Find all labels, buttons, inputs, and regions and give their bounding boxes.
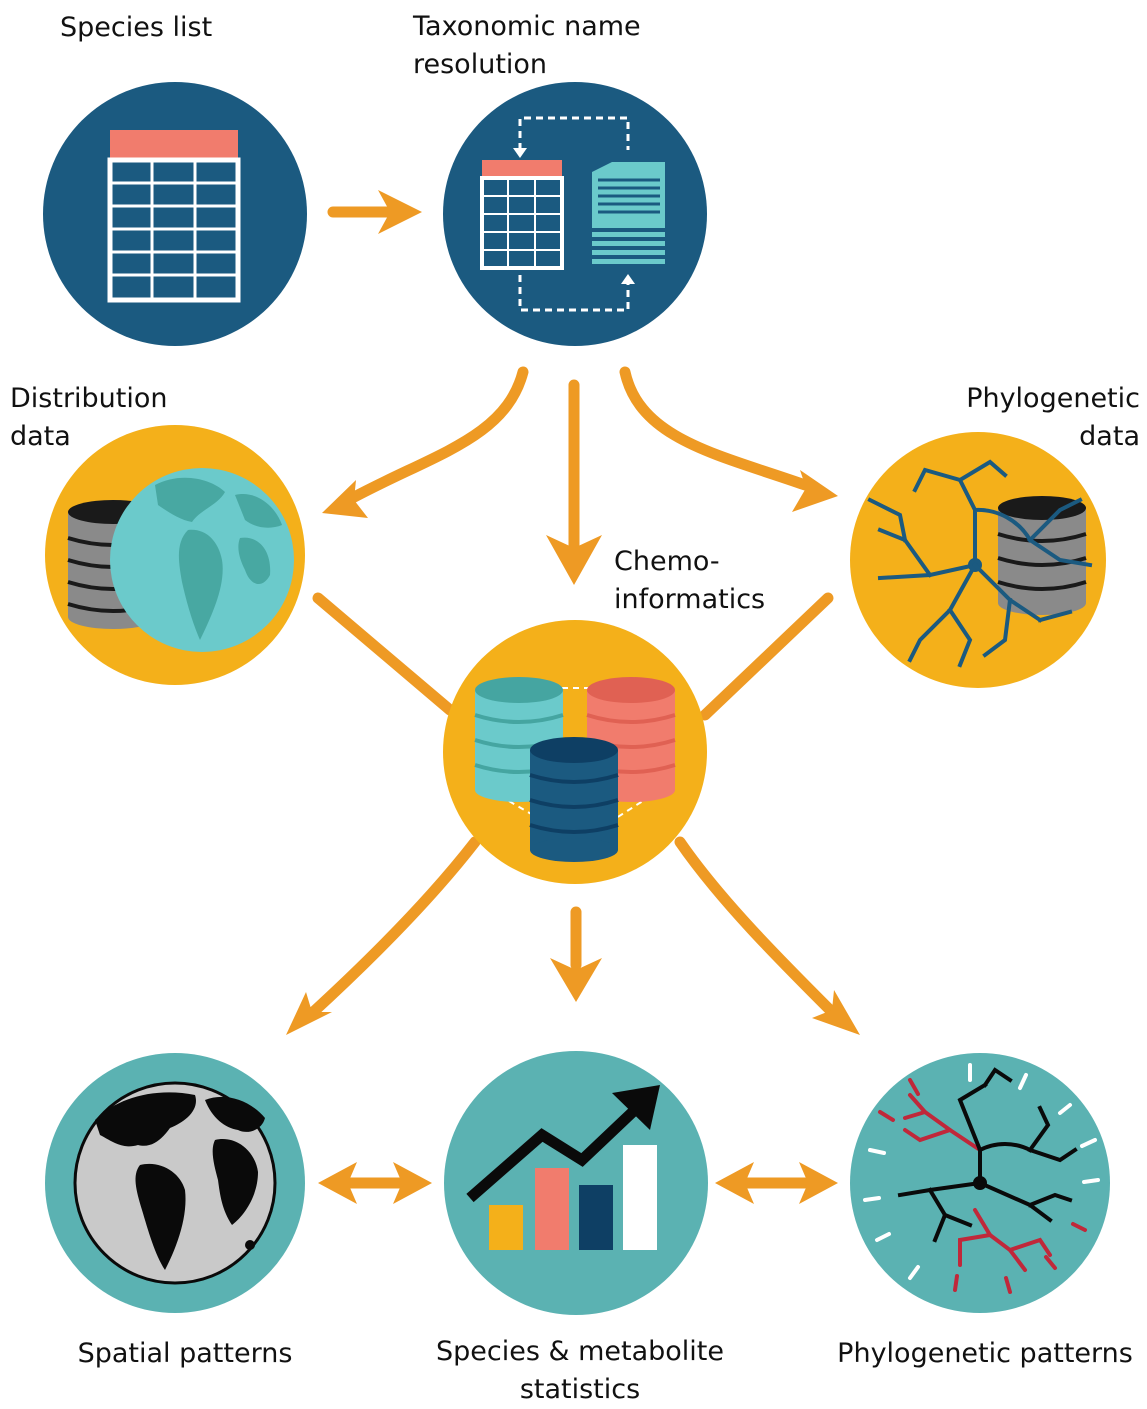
table-document-exchange-icon <box>480 116 665 312</box>
databases-icon <box>474 677 676 862</box>
label-line: Phylogenetic <box>966 383 1140 414</box>
bar-chart-trend-icon <box>466 1085 660 1250</box>
arrowhead <box>812 990 860 1035</box>
arrow-taxonomic-to-distribution <box>339 366 529 508</box>
tree-database-icon <box>867 459 1093 668</box>
database-globe-icon <box>67 468 294 652</box>
bar <box>489 1205 523 1250</box>
phylo-data-node <box>850 432 1106 688</box>
bar <box>579 1185 613 1250</box>
arrowhead <box>550 958 602 1002</box>
label-line: Distribution <box>10 383 168 414</box>
arrow-taxonomic-to-phylo-data <box>619 366 811 491</box>
trend-arrowhead <box>612 1085 660 1130</box>
bar <box>623 1145 657 1250</box>
arrowheads <box>286 190 860 1204</box>
stats-label: Species & metabolite statistics <box>420 1333 740 1409</box>
trend-line <box>466 1101 644 1203</box>
label-line: Chemo- <box>614 546 720 577</box>
spatial-label: Spatial patterns <box>40 1335 330 1373</box>
label-line: Species & metabolite <box>435 1336 725 1367</box>
spatial-node <box>45 1053 305 1313</box>
label-line: Phylogenetic patterns <box>837 1338 1133 1369</box>
arrowhead <box>378 190 422 234</box>
arrowhead <box>322 480 368 518</box>
label-line: resolution <box>413 49 548 80</box>
bar <box>535 1168 569 1250</box>
globe-icon <box>73 1081 277 1285</box>
stats-node <box>444 1051 708 1315</box>
label-line: Spatial patterns <box>77 1338 293 1369</box>
phylo-patterns-label: Phylogenetic patterns <box>830 1335 1140 1373</box>
label-line: Species list <box>60 12 213 43</box>
taxonomic-node <box>443 82 707 346</box>
phylo-patterns-node <box>850 1053 1110 1313</box>
label-line: statistics <box>519 1374 641 1405</box>
arrow-chemo-to-spatial <box>304 836 481 1021</box>
connector-phylo-data-to-chemo <box>699 592 834 721</box>
taxonomic-circle <box>443 82 707 346</box>
arrowhead <box>393 1162 432 1204</box>
arrowhead <box>318 1162 357 1204</box>
distribution-node <box>45 425 305 685</box>
label-line: data <box>10 421 71 452</box>
label-line: informatics <box>614 584 766 615</box>
arrow-chemo-to-phylo-patterns <box>674 836 836 1016</box>
table-icon <box>107 130 241 303</box>
taxonomic-label: Taxonomic name resolution <box>413 8 673 84</box>
connectors <box>304 206 836 1189</box>
arrowhead <box>546 535 602 585</box>
label-line: Taxonomic name <box>413 11 641 42</box>
chemo-label: Chemo- informatics <box>614 543 814 619</box>
species-list-node <box>43 82 307 346</box>
species-list-label: Species list <box>60 9 260 47</box>
chemo-node <box>443 620 707 884</box>
circular-tree-icon <box>863 1063 1100 1294</box>
arrowhead <box>799 1162 838 1204</box>
distribution-label: Distribution data <box>10 380 230 456</box>
arrowhead <box>792 470 838 512</box>
phylo-data-label: Phylogenetic data <box>900 380 1140 456</box>
arrowhead <box>715 1162 754 1204</box>
label-line: data <box>1079 421 1140 452</box>
arrowhead <box>286 992 332 1035</box>
connector-distribution-to-chemo <box>312 592 456 716</box>
